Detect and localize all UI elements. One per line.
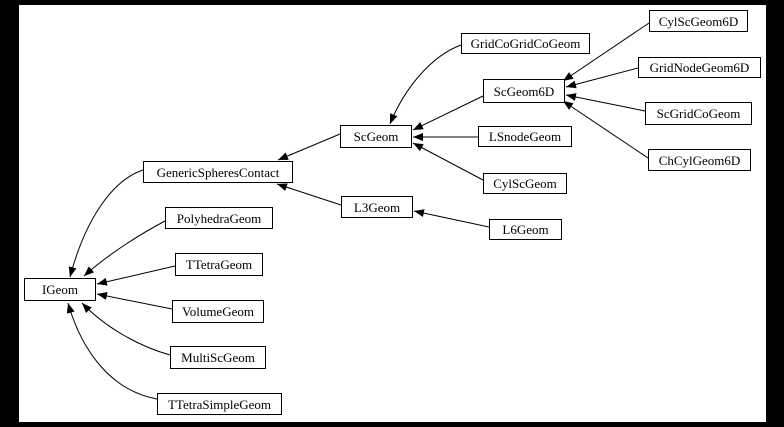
node-genericspherescontact[interactable]: GenericSpheresContact <box>143 161 293 183</box>
node-label: GridCoGridCoGeom <box>470 36 581 51</box>
node-l6geom[interactable]: L6Geom <box>489 219 562 240</box>
node-label: ScGridCoGeom <box>656 106 741 121</box>
node-label: VolumeGeom <box>182 304 254 319</box>
node-label: IGeom <box>41 282 79 297</box>
node-scgeom6d[interactable]: ScGeom6D <box>483 79 565 103</box>
node-cylscgeom[interactable]: CylScGeom <box>483 173 567 194</box>
node-label: CylScGeom6D <box>658 13 739 29</box>
node-gridnodegeom6d[interactable]: GridNodeGeom6D <box>638 57 761 78</box>
node-label: LSnodeGeom <box>488 129 562 144</box>
node-lsnodegeom[interactable]: LSnodeGeom <box>478 126 572 147</box>
node-ttetrasimplegeom[interactable]: TTetraSimpleGeom <box>157 393 282 415</box>
node-label: CylScGeom <box>493 176 557 191</box>
node-label: L6Geom <box>502 222 549 237</box>
node-scgridcogeom[interactable]: ScGridCoGeom <box>645 102 752 125</box>
node-label: TTetraSimpleGeom <box>167 396 272 412</box>
node-gridcogridcogeom[interactable]: GridCoGridCoGeom <box>461 33 590 54</box>
node-multiscgeom[interactable]: MultiScGeom <box>170 346 266 369</box>
node-scgeom[interactable]: ScGeom <box>340 125 412 148</box>
node-ttetrageom[interactable]: TTetraGeom <box>175 253 263 276</box>
node-label: TTetraGeom <box>185 257 253 272</box>
node-l3geom[interactable]: L3Geom <box>341 196 413 218</box>
node-igeom[interactable]: IGeom <box>24 278 96 301</box>
node-label: GridNodeGeom6D <box>649 60 750 75</box>
node-label: MultiScGeom <box>181 350 255 365</box>
node-chcylgeom6d[interactable]: ChCylGeom6D <box>648 149 751 171</box>
node-label: ChCylGeom6D <box>658 152 741 168</box>
node-label: L3Geom <box>353 199 401 215</box>
node-label: GenericSpheresContact <box>156 164 280 180</box>
node-label: ScGeom6D <box>493 83 555 99</box>
node-polyhedrageom[interactable]: PolyhedraGeom <box>165 207 273 229</box>
node-cylscgeom6d[interactable]: CylScGeom6D <box>649 10 748 32</box>
node-label: ScGeom <box>353 129 399 144</box>
node-volumegeom[interactable]: VolumeGeom <box>172 300 264 323</box>
node-label: PolyhedraGeom <box>176 210 262 226</box>
